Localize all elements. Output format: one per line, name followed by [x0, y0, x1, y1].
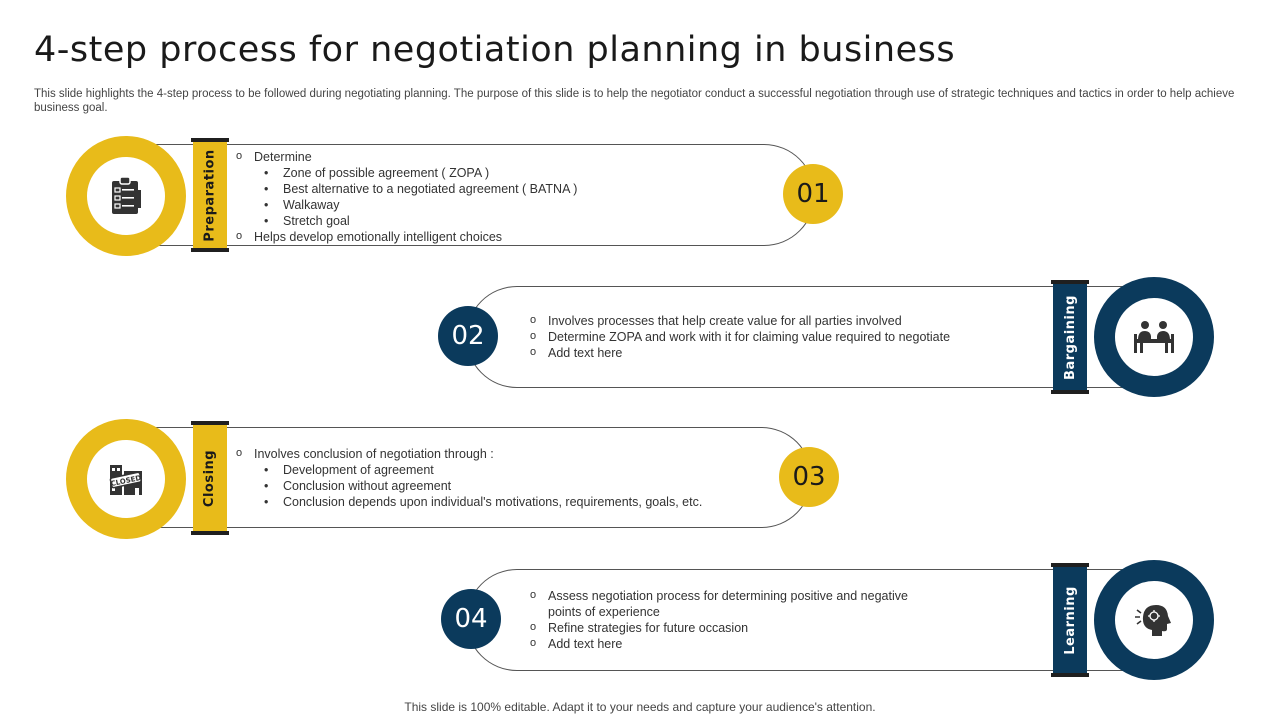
- step-1-label-band: Preparation: [191, 138, 229, 252]
- list-item: Stretch goal: [234, 213, 577, 229]
- list-item: Helps develop emotionally intelligent ch…: [234, 228, 577, 245]
- head-learning-icon: [1115, 581, 1193, 659]
- step-4-ring: [1094, 560, 1214, 680]
- step-1-text: Determine Zone of possible agreement ( Z…: [234, 148, 577, 245]
- slide-description: This slide highlights the 4-step process…: [34, 88, 1235, 114]
- clipboard-checklist-icon: [87, 157, 165, 235]
- list-item: Conclusion without agreement: [234, 478, 702, 494]
- list-item: Walkaway: [234, 197, 577, 213]
- step-2-number: 02: [438, 306, 498, 366]
- slide-title: 4-step process for negotiation planning …: [34, 30, 956, 70]
- list-item: Add text here: [528, 344, 950, 361]
- step-3-number: 03: [779, 447, 839, 507]
- step-1-number: 01: [783, 164, 843, 224]
- step-4-number: 04: [441, 589, 501, 649]
- step-4-label: Learning: [1062, 585, 1078, 655]
- list-item-continuation: points of experience: [548, 605, 660, 619]
- meeting-table-icon: [1115, 298, 1193, 376]
- step-3-text: Involves conclusion of negotiation throu…: [234, 445, 702, 510]
- step-3-ring: CLOSED: [66, 419, 186, 539]
- list-item: Determine ZOPA and work with it for clai…: [528, 328, 950, 345]
- step-2-label: Bargaining: [1062, 294, 1078, 380]
- step-4-text: Assess negotiation process for determini…: [528, 587, 908, 652]
- list-item: Development of agreement: [234, 462, 702, 478]
- list-item: Involves conclusion of negotiation throu…: [234, 445, 702, 462]
- step-3-label-band: Closing: [191, 421, 229, 535]
- list-item: Refine strategies for future occasion: [528, 619, 908, 636]
- list-item: Determine: [234, 148, 577, 165]
- list-item: Involves processes that help create valu…: [528, 312, 950, 329]
- step-2-label-band: Bargaining: [1051, 280, 1089, 394]
- list-item: Add text here: [528, 635, 908, 652]
- list-item: Assess negotiation process for determini…: [528, 587, 908, 604]
- slide-footer: This slide is 100% editable. Adapt it to…: [404, 700, 876, 714]
- step-2-ring: [1094, 277, 1214, 397]
- list-item: Conclusion depends upon individual's mot…: [234, 494, 702, 510]
- step-2-text: Involves processes that help create valu…: [528, 312, 950, 361]
- step-1-label: Preparation: [202, 148, 218, 242]
- list-item: Zone of possible agreement ( ZOPA ): [234, 165, 577, 181]
- step-3-label: Closing: [202, 449, 218, 507]
- step-1-ring: [66, 136, 186, 256]
- closed-building-icon: CLOSED: [87, 440, 165, 518]
- list-item: Best alternative to a negotiated agreeme…: [234, 181, 577, 197]
- step-4-label-band: Learning: [1051, 563, 1089, 677]
